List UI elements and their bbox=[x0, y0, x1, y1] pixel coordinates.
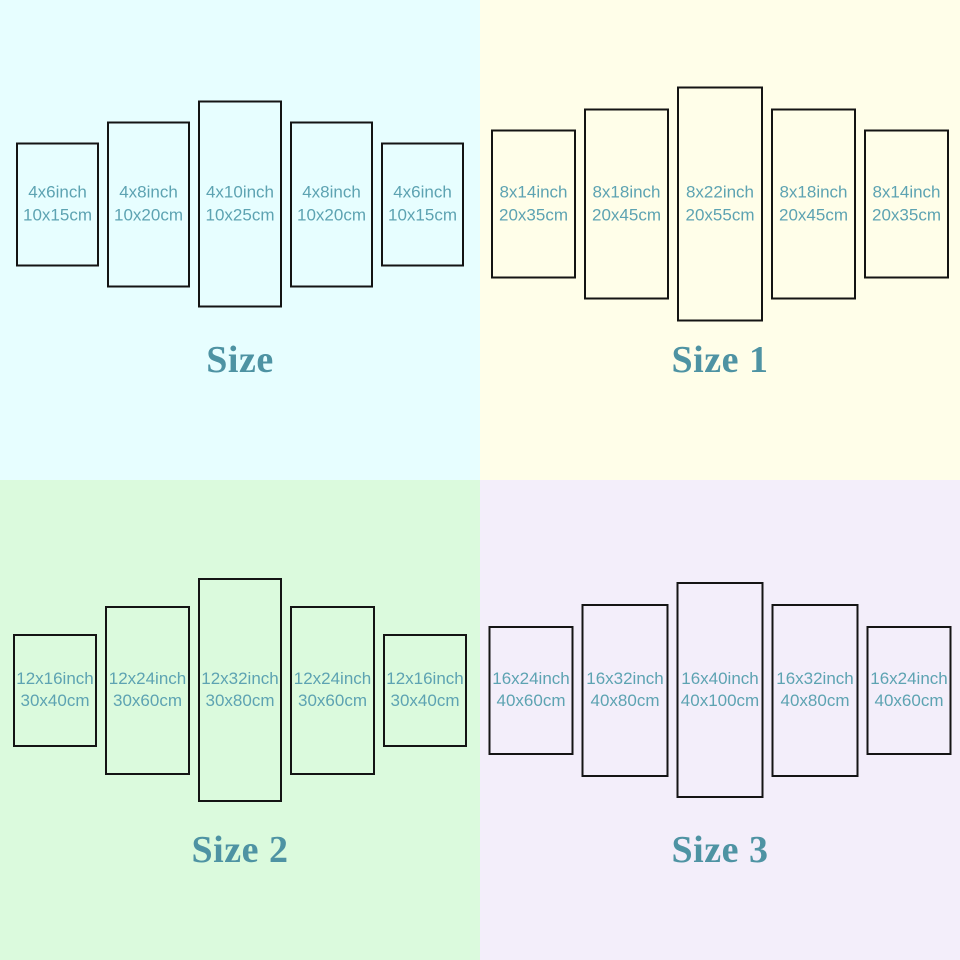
panel-size-cm: 30x80cm bbox=[205, 691, 275, 710]
panel-size-inch: 12x24inch bbox=[108, 668, 187, 688]
panel-size-label: 16x40inch 40x100cm bbox=[681, 668, 759, 713]
size-chart-quadrant-2: 12x16inch 30x40cm 12x24inch 30x60cm 12x3… bbox=[0, 480, 480, 960]
panel-outline: 16x40inch 40x100cm bbox=[676, 582, 764, 798]
panel-row: 4x6inch 10x15cm 4x8inch 10x20cm 4x10inch… bbox=[16, 100, 464, 308]
panel-outline: 12x24inch 30x60cm bbox=[105, 605, 190, 775]
panel-outline: 8x14inch 20x35cm bbox=[864, 129, 949, 279]
panel-size-cm: 20x45cm bbox=[592, 205, 661, 224]
panel-size-cm: 10x20cm bbox=[297, 205, 366, 224]
panel-outline: 16x32inch 40x80cm bbox=[771, 603, 859, 777]
panel-outline: 4x6inch 10x15cm bbox=[16, 142, 99, 266]
panel-size-inch: 8x14inch bbox=[872, 182, 941, 202]
panel-size-inch: 4x8inch bbox=[302, 182, 361, 202]
panel-size-inch: 4x10inch bbox=[205, 182, 275, 202]
panel-outline: 16x24inch 40x60cm bbox=[488, 625, 574, 755]
panel-size-inch: 4x6inch bbox=[393, 182, 452, 202]
panel-row: 8x14inch 20x35cm 8x18inch 20x45cm 8x22in… bbox=[491, 86, 949, 322]
panel-size-label: 12x24inch 30x60cm bbox=[294, 668, 372, 713]
size-chart-quadrant-default: 4x6inch 10x15cm 4x8inch 10x20cm 4x10inch… bbox=[0, 0, 480, 480]
panel-size-label: 8x22inch 20x55cm bbox=[686, 182, 755, 227]
panel-size-label: 4x8inch 10x20cm bbox=[114, 182, 183, 227]
panel-size-cm: 40x60cm bbox=[874, 691, 944, 710]
panel-size-label: 8x18inch 20x45cm bbox=[779, 182, 848, 227]
panel-size-cm: 10x15cm bbox=[388, 205, 457, 224]
panel-size-inch: 16x24inch bbox=[870, 668, 948, 688]
panel-size-cm: 10x15cm bbox=[23, 205, 92, 224]
panel-size-cm: 40x80cm bbox=[780, 691, 850, 710]
panel-size-inch: 16x32inch bbox=[586, 668, 664, 688]
panel-size-inch: 12x16inch bbox=[386, 668, 464, 688]
panel-size-inch: 16x24inch bbox=[492, 668, 570, 688]
panel-size-cm: 30x60cm bbox=[298, 691, 367, 710]
panel-outline: 4x8inch 10x20cm bbox=[107, 121, 190, 287]
panel-outline: 8x18inch 20x45cm bbox=[771, 108, 856, 300]
panel-row: 16x24inch 40x60cm 16x32inch 40x80cm 16x4… bbox=[488, 582, 952, 798]
panel-size-cm: 20x55cm bbox=[685, 205, 755, 224]
size-chart-quadrant-3: 16x24inch 40x60cm 16x32inch 40x80cm 16x4… bbox=[480, 480, 960, 960]
panel-size-inch: 8x18inch bbox=[592, 182, 661, 202]
panel-size-label: 12x32inch 30x80cm bbox=[201, 668, 279, 713]
panel-size-cm: 30x60cm bbox=[113, 691, 182, 710]
panel-size-label: 12x24inch 30x60cm bbox=[109, 668, 187, 713]
panel-outline: 12x16inch 30x40cm bbox=[383, 633, 467, 747]
panel-size-label: 16x24inch 40x60cm bbox=[870, 668, 948, 713]
panel-size-label: 4x6inch 10x15cm bbox=[388, 182, 457, 227]
panel-size-cm: 30x40cm bbox=[390, 691, 460, 710]
panel-size-cm: 10x20cm bbox=[114, 205, 183, 224]
panel-size-cm: 10x25cm bbox=[205, 205, 275, 224]
panel-size-cm: 40x60cm bbox=[496, 691, 566, 710]
quadrant-title: Size 2 bbox=[191, 829, 289, 871]
panel-outline: 8x14inch 20x35cm bbox=[491, 129, 576, 279]
panel-outline: 8x22inch 20x55cm bbox=[677, 86, 763, 322]
panel-outline: 4x10inch 10x25cm bbox=[198, 100, 282, 308]
panel-outline: 16x24inch 40x60cm bbox=[866, 625, 952, 755]
panel-size-cm: 30x40cm bbox=[20, 691, 90, 710]
panel-size-inch: 8x22inch bbox=[685, 182, 755, 202]
panel-outline: 16x32inch 40x80cm bbox=[581, 603, 669, 777]
panel-size-inch: 12x24inch bbox=[293, 668, 372, 688]
panel-outline: 8x18inch 20x45cm bbox=[584, 108, 669, 300]
quadrant-title: Size 1 bbox=[671, 339, 769, 381]
panel-size-cm: 20x35cm bbox=[499, 205, 568, 224]
panel-size-label: 4x8inch 10x20cm bbox=[297, 182, 366, 227]
panel-size-label: 8x18inch 20x45cm bbox=[592, 182, 661, 227]
panel-outline: 4x6inch 10x15cm bbox=[381, 142, 464, 266]
panel-size-label: 12x16inch 30x40cm bbox=[386, 668, 464, 713]
panel-size-label: 12x16inch 30x40cm bbox=[16, 668, 94, 713]
panel-size-cm: 40x100cm bbox=[680, 691, 760, 710]
panel-size-label: 4x10inch 10x25cm bbox=[206, 182, 275, 227]
panel-size-cm: 40x80cm bbox=[590, 691, 660, 710]
panel-size-inch: 8x18inch bbox=[779, 182, 848, 202]
panel-size-label: 4x6inch 10x15cm bbox=[23, 182, 92, 227]
panel-outline: 12x16inch 30x40cm bbox=[13, 633, 97, 747]
panel-outline: 12x24inch 30x60cm bbox=[290, 605, 375, 775]
quadrant-title: Size 3 bbox=[671, 829, 769, 871]
panel-size-cm: 20x35cm bbox=[872, 205, 941, 224]
panel-outline: 12x32inch 30x80cm bbox=[198, 578, 282, 802]
panel-size-inch: 12x16inch bbox=[16, 668, 94, 688]
panel-size-cm: 20x45cm bbox=[779, 205, 848, 224]
panel-size-inch: 4x8inch bbox=[119, 182, 178, 202]
size-chart-quadrant-1: 8x14inch 20x35cm 8x18inch 20x45cm 8x22in… bbox=[480, 0, 960, 480]
panel-size-label: 16x32inch 40x80cm bbox=[776, 668, 854, 713]
panel-size-inch: 12x32inch bbox=[201, 668, 279, 688]
quadrant-title: Size bbox=[206, 339, 274, 381]
panel-row: 12x16inch 30x40cm 12x24inch 30x60cm 12x3… bbox=[13, 578, 467, 802]
panel-outline: 4x8inch 10x20cm bbox=[290, 121, 373, 287]
panel-size-label: 8x14inch 20x35cm bbox=[499, 182, 568, 227]
panel-size-inch: 16x32inch bbox=[776, 668, 854, 688]
panel-size-label: 8x14inch 20x35cm bbox=[872, 182, 941, 227]
panel-size-label: 16x32inch 40x80cm bbox=[586, 668, 664, 713]
panel-size-inch: 16x40inch bbox=[681, 668, 759, 688]
panel-size-inch: 8x14inch bbox=[499, 182, 568, 202]
panel-size-inch: 4x6inch bbox=[28, 182, 87, 202]
panel-size-label: 16x24inch 40x60cm bbox=[492, 668, 570, 713]
